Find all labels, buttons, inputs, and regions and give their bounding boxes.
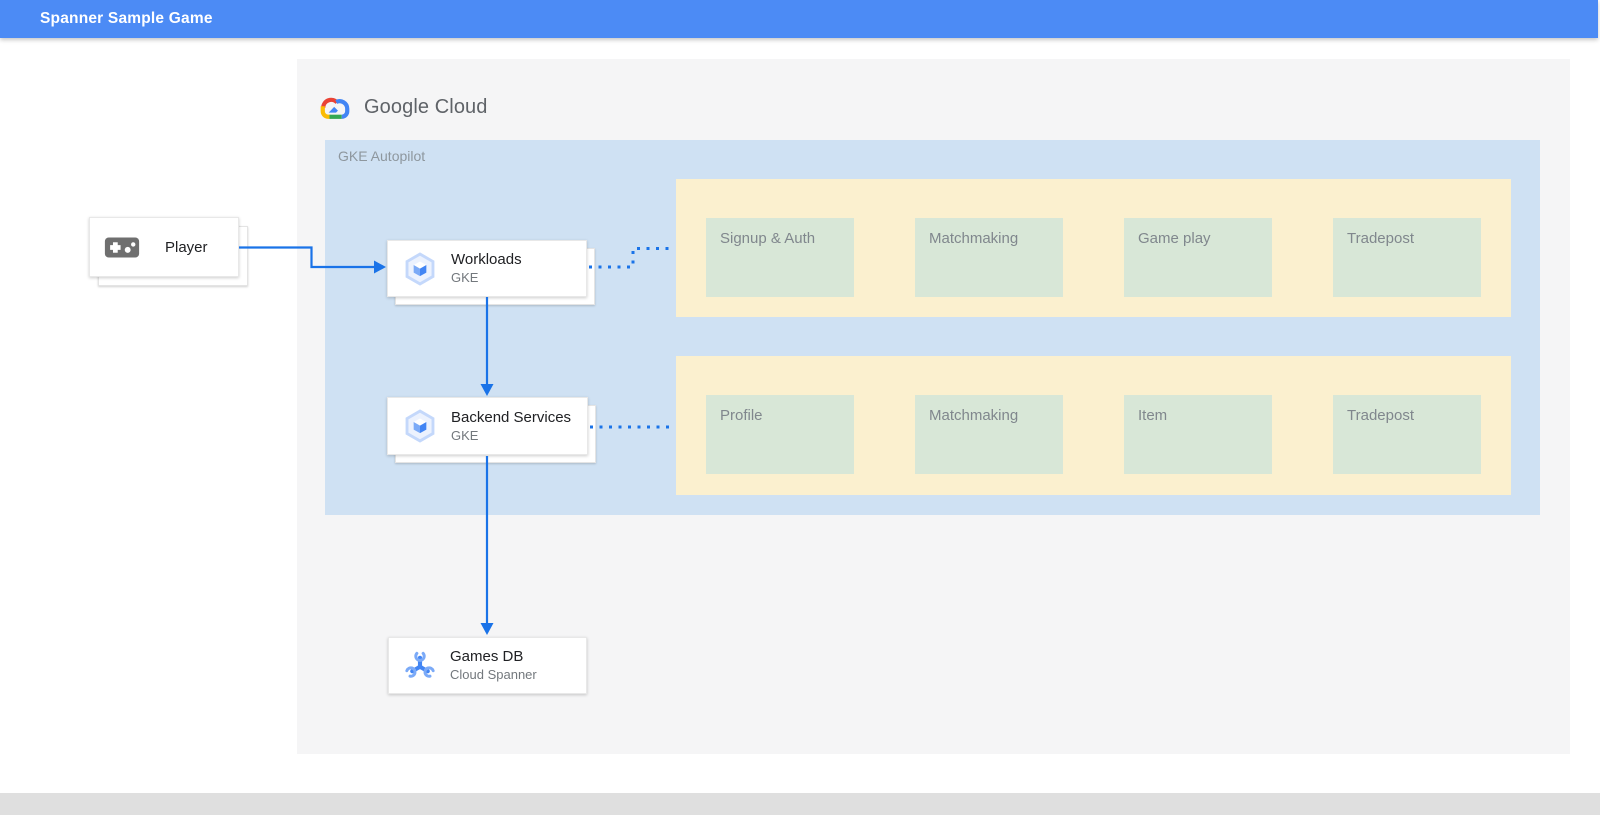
node-player-label: Player bbox=[165, 238, 208, 256]
node-workloads: Workloads GKE bbox=[387, 240, 595, 305]
service-box-label: Game play bbox=[1138, 230, 1211, 247]
service-box-matchmaking-2: Matchmaking bbox=[915, 395, 1063, 474]
node-games-db-subtitle: Cloud Spanner bbox=[450, 667, 537, 682]
google-cloud-logo-text: Google Cloud bbox=[364, 96, 488, 118]
service-box-profile: Profile bbox=[706, 395, 854, 474]
node-backend-services-title: Backend Services bbox=[451, 408, 572, 426]
service-box-tradepost-2: Tradepost bbox=[1333, 395, 1481, 474]
node-player-card: Player bbox=[89, 217, 239, 277]
node-workloads-card: Workloads GKE bbox=[387, 240, 587, 297]
gamepad-icon bbox=[103, 234, 141, 261]
service-box-label: Matchmaking bbox=[929, 230, 1019, 247]
app-header: Spanner Sample Game bbox=[0, 0, 1598, 38]
footer-bar bbox=[0, 793, 1600, 815]
node-backend-services-subtitle: GKE bbox=[451, 427, 479, 443]
node-workloads-title: Workloads bbox=[451, 251, 522, 268]
service-box-label: Tradepost bbox=[1347, 407, 1414, 424]
service-box-label: Matchmaking bbox=[929, 407, 1019, 424]
google-cloud-logo-icon bbox=[318, 94, 352, 121]
service-box-label: Tradepost bbox=[1347, 230, 1414, 247]
node-games-db-title: Games DB bbox=[450, 648, 524, 665]
node-games-db: Games DB Cloud Spanner bbox=[388, 637, 587, 694]
google-cloud-logo: Google Cloud bbox=[318, 94, 488, 121]
service-box-item: Item bbox=[1124, 395, 1272, 474]
service-box-label: Profile bbox=[720, 407, 763, 424]
cloud-spanner-icon bbox=[402, 648, 438, 684]
service-box-matchmaking-1: Matchmaking bbox=[915, 218, 1063, 297]
node-player: Player bbox=[89, 217, 248, 286]
gke-hexagon-icon bbox=[401, 250, 439, 288]
service-box-game-play: Game play bbox=[1124, 218, 1272, 297]
service-row-2: Profile Matchmaking Item Tradepost bbox=[676, 356, 1511, 495]
node-backend-services-card: Backend Services GKE bbox=[387, 397, 588, 455]
app-title: Spanner Sample Game bbox=[40, 10, 213, 27]
node-backend-services: Backend Services GKE bbox=[387, 397, 596, 463]
gke-autopilot-label: GKE Autopilot bbox=[338, 148, 426, 164]
service-box-label: Signup & Auth bbox=[720, 230, 816, 247]
service-row-1: Signup & Auth Matchmaking Game play Trad… bbox=[676, 179, 1511, 317]
node-workloads-subtitle: GKE bbox=[451, 270, 479, 285]
service-box-label: Item bbox=[1138, 407, 1168, 424]
service-box-tradepost-1: Tradepost bbox=[1333, 218, 1481, 297]
node-games-db-card: Games DB Cloud Spanner bbox=[388, 637, 587, 694]
service-box-signup-auth: Signup & Auth bbox=[706, 218, 854, 297]
gke-hexagon-icon bbox=[401, 407, 439, 445]
